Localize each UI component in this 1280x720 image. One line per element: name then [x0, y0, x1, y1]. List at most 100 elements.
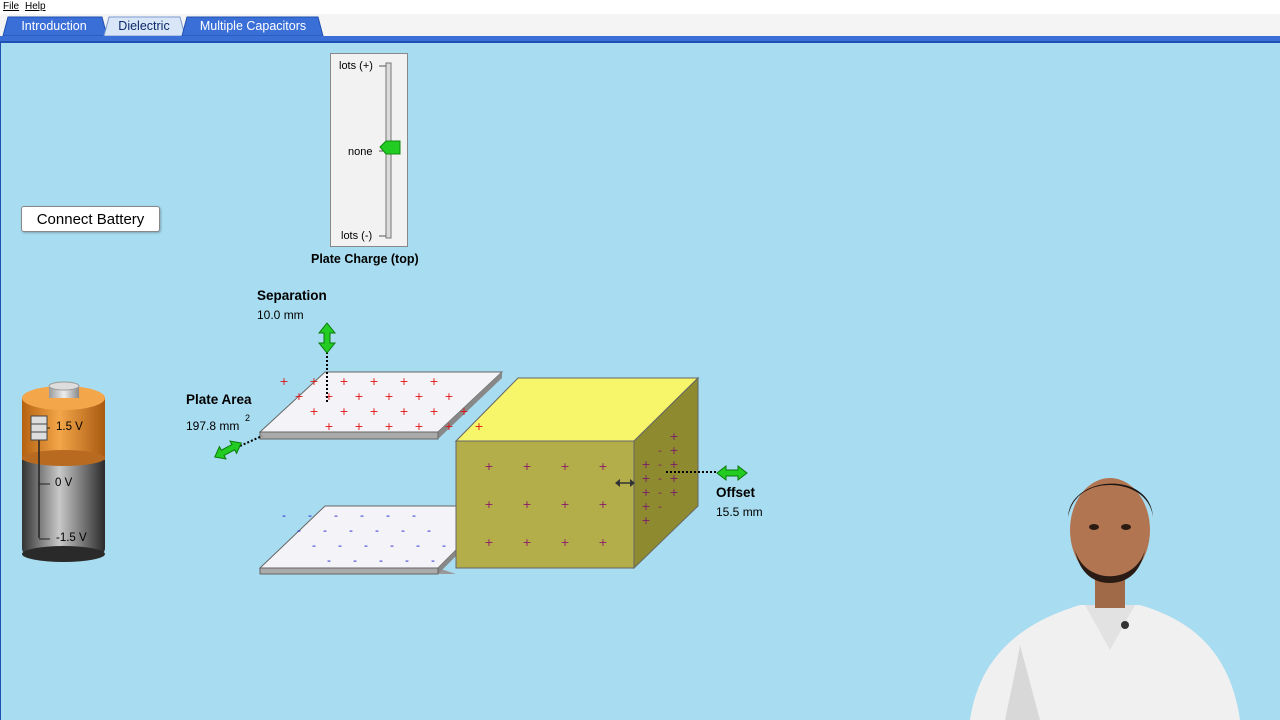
- minus-charge-sign: -: [431, 554, 435, 567]
- dielectric-charge-sign: +: [484, 536, 493, 549]
- connect-battery-button[interactable]: Connect Battery: [21, 206, 160, 232]
- menu-file[interactable]: File: [3, 1, 20, 12]
- minus-charge-sign: -: [416, 539, 420, 552]
- tab-underline: [0, 36, 1280, 41]
- dielectric-side-charge-sign: -: [658, 444, 662, 457]
- minus-charge-sign: -: [308, 509, 312, 522]
- plus-charge-sign: +: [414, 420, 423, 433]
- minus-charge-sign: -: [297, 524, 301, 537]
- plus-charge-sign: +: [339, 375, 348, 388]
- play-area: [0, 43, 1280, 720]
- slider-knob-icon[interactable]: [379, 140, 401, 155]
- plate-charge-bottom-label: lots (-): [341, 230, 373, 242]
- offset-arrow-icon[interactable]: [716, 464, 748, 482]
- dielectric-block[interactable]: ++++++++++++ +-++-++-++-++-+: [454, 376, 700, 570]
- dielectric-side-charge-sign: +: [669, 486, 678, 499]
- dielectric-side-charge-sign: +: [641, 486, 650, 499]
- dielectric-charge-sign: +: [522, 536, 531, 549]
- minus-charge-sign: -: [353, 554, 357, 567]
- plus-charge-sign: +: [444, 390, 453, 403]
- dielectric-charge-sign: +: [522, 460, 531, 473]
- plus-charge-sign: +: [369, 375, 378, 388]
- tab-underline-dark: [0, 41, 1280, 43]
- dielectric-charge-sign: +: [560, 536, 569, 549]
- plus-charge-sign: +: [414, 390, 423, 403]
- plus-charge-sign: +: [399, 375, 408, 388]
- dielectric-charge-sign: +: [522, 498, 531, 511]
- plus-charge-sign: +: [384, 420, 393, 433]
- minus-charge-sign: -: [327, 554, 331, 567]
- minus-charge-sign: -: [338, 539, 342, 552]
- plus-charge-sign: +: [354, 420, 363, 433]
- dielectric-charge-sign: +: [598, 536, 607, 549]
- tab-introduction[interactable]: Introduction: [21, 19, 87, 33]
- resize-cursor-icon: [615, 479, 635, 487]
- plate-charge-slider[interactable]: [330, 53, 408, 247]
- plus-charge-sign: +: [309, 405, 318, 418]
- minus-charge-sign: -: [360, 509, 364, 522]
- minus-charge-sign: -: [312, 539, 316, 552]
- plus-charge-sign: +: [444, 420, 453, 433]
- plus-charge-sign: +: [429, 375, 438, 388]
- plate-area-value: 197.8 mm: [186, 419, 240, 433]
- plus-charge-sign: +: [459, 405, 468, 418]
- dielectric-side-charge-sign: +: [669, 472, 678, 485]
- minus-charge-sign: -: [379, 554, 383, 567]
- presenter-webcam-image: [970, 478, 1240, 720]
- dielectric-charge-sign: +: [560, 460, 569, 473]
- offset-title: Offset: [716, 485, 756, 500]
- plus-charge-sign: +: [474, 420, 483, 433]
- minus-charge-sign: -: [405, 554, 409, 567]
- battery-tick-bottom: -1.5 V: [56, 532, 87, 544]
- dielectric-side-charge-sign: +: [641, 500, 650, 513]
- minus-charge-sign: -: [323, 524, 327, 537]
- battery-icon: [22, 381, 105, 562]
- dielectric-side-charge-sign: +: [669, 444, 678, 457]
- minus-charge-sign: -: [282, 509, 286, 522]
- tab-multiple-capacitors[interactable]: Multiple Capacitors: [199, 19, 307, 33]
- minus-charge-sign: -: [375, 524, 379, 537]
- plus-charge-sign: +: [324, 390, 333, 403]
- dielectric-side-charge-sign: -: [658, 458, 662, 471]
- top-plate: ++++++++++++++++++++++++: [258, 371, 504, 440]
- plate-area-unit-superscript: 2: [245, 413, 251, 423]
- battery-tick-mid: 0 V: [55, 477, 73, 489]
- plus-charge-sign: +: [399, 405, 408, 418]
- menu-help[interactable]: Help: [25, 1, 46, 12]
- dielectric-charge-sign: +: [484, 498, 493, 511]
- minus-charge-sign: -: [364, 539, 368, 552]
- minus-charge-sign: -: [442, 539, 446, 552]
- plate-charge-mid-label: none: [348, 146, 373, 158]
- plus-charge-sign: +: [384, 390, 393, 403]
- plate-charge-top-label: lots (+): [339, 60, 373, 72]
- separation-value: 10.0 mm: [257, 308, 304, 322]
- dielectric-charge-sign: +: [560, 498, 569, 511]
- plate-area-arrow-icon[interactable]: [211, 437, 244, 463]
- dielectric-side-charge-sign: +: [669, 430, 678, 443]
- plus-charge-sign: +: [279, 375, 288, 388]
- dielectric-side-charge-sign: +: [641, 514, 650, 527]
- separation-title: Separation: [257, 288, 327, 303]
- plus-charge-sign: +: [354, 390, 363, 403]
- dielectric-charge-sign: +: [598, 460, 607, 473]
- minus-charge-sign: -: [390, 539, 394, 552]
- dielectric-charge-sign: +: [484, 460, 493, 473]
- separation-arrow-icon[interactable]: [317, 322, 337, 354]
- plus-charge-sign: +: [309, 375, 318, 388]
- menu-bar: File Help: [0, 0, 1280, 14]
- minus-charge-sign: -: [401, 524, 405, 537]
- plate-charge-title: Plate Charge (top): [311, 252, 419, 266]
- dielectric-side-charge-sign: -: [658, 472, 662, 485]
- dielectric-side-charge-sign: -: [658, 500, 662, 513]
- dielectric-side-charge-sign: +: [641, 458, 650, 471]
- minus-charge-sign: -: [427, 524, 431, 537]
- dielectric-charge-sign: +: [598, 498, 607, 511]
- offset-value: 15.5 mm: [716, 505, 763, 519]
- plus-charge-sign: +: [324, 420, 333, 433]
- plus-charge-sign: +: [339, 405, 348, 418]
- tab-dielectric[interactable]: Dielectric: [118, 19, 170, 33]
- battery-tick-top: 1.5 V: [56, 421, 83, 433]
- dielectric-side-charge-sign: +: [669, 458, 678, 471]
- plus-charge-sign: +: [369, 405, 378, 418]
